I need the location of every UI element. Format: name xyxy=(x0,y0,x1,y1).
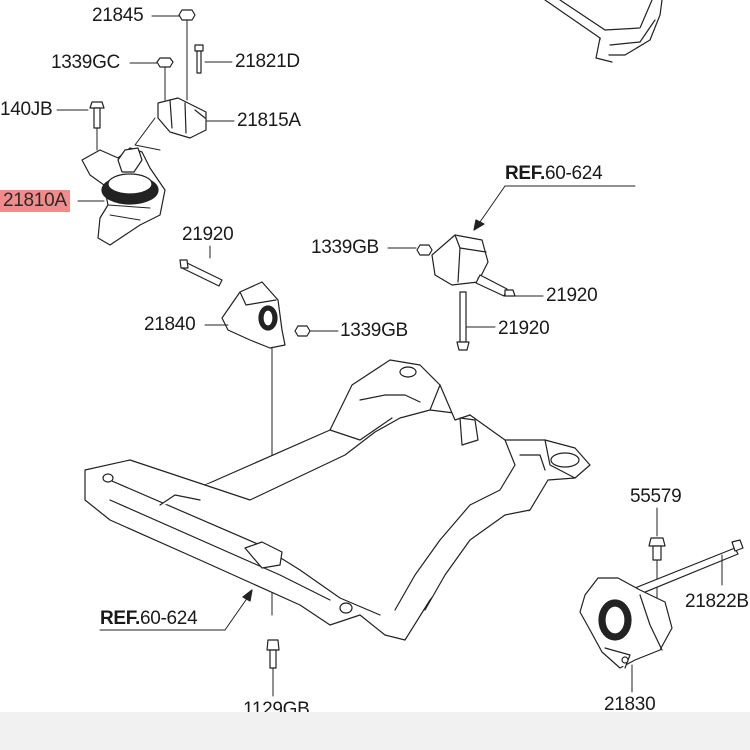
bolt-21920-right-drawing xyxy=(475,274,516,297)
mount-21830-drawing xyxy=(579,577,673,669)
bolt-21920-vertical-drawing xyxy=(456,291,470,351)
engine-edge-drawing xyxy=(544,0,663,63)
part-label-21822b[interactable]: 21822B xyxy=(685,591,749,612)
part-label-21920-vertical[interactable]: 21920 xyxy=(498,318,550,339)
bolt-140jb-drawing xyxy=(89,101,105,129)
bolt-21822b-drawing xyxy=(629,539,744,598)
bolt-21845-drawing xyxy=(178,9,196,101)
bracket-21815a-drawing xyxy=(157,97,207,139)
part-label-21810a-highlighted[interactable]: 21810A xyxy=(0,190,70,212)
part-label-1339gb-lower[interactable]: 1339GB xyxy=(340,320,408,341)
part-label-21845[interactable]: 21845 xyxy=(92,5,144,26)
bottom-gray-strip xyxy=(0,712,750,750)
bolt-55579-drawing xyxy=(648,537,666,561)
part-label-21920-right[interactable]: 21920 xyxy=(546,285,598,306)
ref-label-bottom[interactable]: REF.60-624 xyxy=(100,608,198,630)
subframe-drawing xyxy=(84,359,591,641)
nut-1339gc-drawing xyxy=(156,57,174,101)
part-label-140jb[interactable]: 140JB xyxy=(0,99,53,120)
ref-bottom-prefix: REF. xyxy=(100,608,140,629)
ref-top-prefix: REF. xyxy=(505,163,545,184)
ref-bottom-number: 60-624 xyxy=(139,608,198,629)
part-label-55579[interactable]: 55579 xyxy=(630,486,682,507)
bolt-21821d-drawing xyxy=(194,44,204,74)
mount-upper-right-drawing xyxy=(431,234,489,286)
part-label-21920-left[interactable]: 21920 xyxy=(182,224,234,245)
part-label-1339gb-upper[interactable]: 1339GB xyxy=(311,237,379,258)
bolt-21920-left-drawing xyxy=(179,259,223,287)
mount-21810a-drawing xyxy=(81,147,166,246)
mount-21840-drawing xyxy=(221,281,286,349)
ref-label-top[interactable]: REF.60-624 xyxy=(505,163,603,185)
part-label-21840[interactable]: 21840 xyxy=(144,314,196,335)
ref-top-number: 60-624 xyxy=(544,163,603,184)
bolt-1129gb-drawing xyxy=(266,639,280,669)
part-label-1339gc[interactable]: 1339GC xyxy=(51,52,120,73)
part-label-21815a[interactable]: 21815A xyxy=(237,110,301,131)
part-label-21830[interactable]: 21830 xyxy=(604,694,656,715)
part-label-21821d[interactable]: 21821D xyxy=(235,51,300,72)
